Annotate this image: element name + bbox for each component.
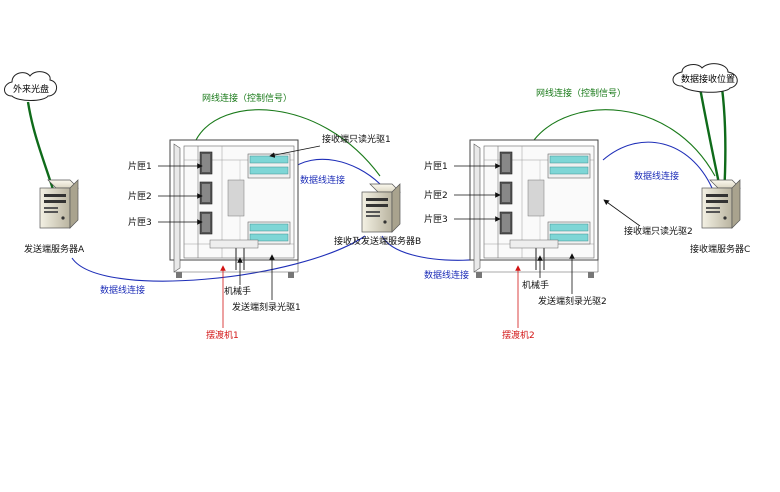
server-a-label: 发送端服务器A: [24, 243, 85, 255]
server-b-label: 接收及发送端服务器B: [334, 235, 421, 247]
machine1-burn-drive-label: 发送端刻录光驱1: [232, 301, 301, 313]
machine2-slot3-label: 片匣3: [424, 213, 448, 225]
ferry-machine-1: [169, 139, 299, 279]
server-a: [39, 179, 79, 229]
network-link-2-label: 网线连接（控制信号）: [536, 87, 626, 99]
data-link-a-b-label: 数据线连接: [100, 284, 145, 296]
data-link-b-machine2-label: 数据线连接: [424, 269, 469, 281]
server-c-label: 接收端服务器C: [690, 243, 750, 255]
machine2-arm-label: 机械手: [522, 279, 549, 291]
network-link-1-label: 网线连接（控制信号）: [202, 92, 292, 104]
server-b: [361, 183, 401, 233]
server-c: [701, 179, 741, 229]
data-link-c-machine2-label: 数据线连接: [634, 170, 679, 182]
machine2-slot2-label: 片匣2: [424, 189, 448, 201]
data-link-b-machine1-label: 数据线连接: [300, 174, 345, 186]
cloud-source: 外来光盘: [4, 71, 57, 101]
machine1-slot1-label: 片匣1: [128, 160, 152, 172]
machine1-slot2-label: 片匣2: [128, 190, 152, 202]
machine2-name-label: 摆渡机2: [502, 329, 535, 341]
cloud-receive: 数据接收位置: [672, 63, 738, 93]
machine1-name-label: 摆渡机1: [206, 329, 239, 341]
network-link-2: [533, 109, 716, 177]
machine1-read-drive-label: 接收端只读光驱1: [322, 133, 391, 145]
machine2-slot1-label: 片匣1: [424, 160, 448, 172]
machine1-slot3-label: 片匣3: [128, 216, 152, 228]
machine2-burn-drive-label: 发送端刻录光驱2: [538, 295, 607, 307]
data-link-c-machine2: [602, 141, 713, 189]
cloud-receive-label: 数据接收位置: [681, 73, 735, 85]
machine2-read-drive-label: 接收端只读光驱2: [624, 225, 693, 237]
cloud-source-label: 外来光盘: [13, 83, 49, 95]
network-link-1: [195, 109, 381, 177]
data-link-a-b: [71, 235, 366, 282]
machine1-arm-label: 机械手: [224, 285, 251, 297]
ferry-machine-2: [469, 139, 599, 279]
